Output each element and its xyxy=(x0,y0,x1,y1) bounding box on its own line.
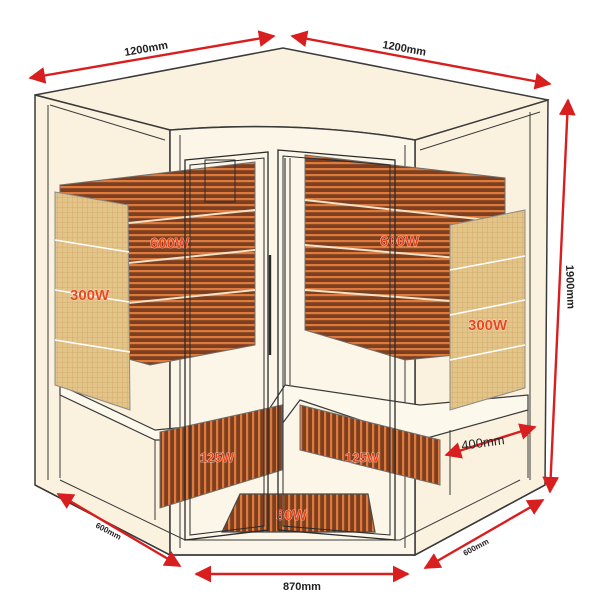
dimension-arrows xyxy=(28,30,576,583)
arrow-top-left xyxy=(28,30,276,84)
door-window-frame xyxy=(204,159,236,203)
dim-door-width: 870mm xyxy=(283,581,321,593)
arrow-bench-depth xyxy=(444,423,537,459)
heater-bench-right-label: 125W xyxy=(345,450,380,465)
heater-side-right: 300W xyxy=(449,209,526,411)
arrow-height xyxy=(542,98,576,494)
dim-bench-depth: 400mm xyxy=(460,432,505,453)
glass-door[interactable] xyxy=(184,149,396,541)
heater-side-left: 300W xyxy=(54,191,131,411)
heater-back-right-label: 600W xyxy=(380,233,420,250)
heater-floor-label: 80W xyxy=(276,507,308,524)
dimension-labels: 1200mm 1200mm 1900mm 400mm 600mm 870mm 6… xyxy=(94,39,576,593)
arrow-top-right xyxy=(290,30,552,90)
heater-back-left-label: 600W xyxy=(150,235,190,252)
arrow-bottom-right xyxy=(423,498,545,570)
dim-height: 1900mm xyxy=(563,265,577,310)
heater-bench-right: 125W xyxy=(299,404,441,486)
heater-side-right-label: 300W xyxy=(468,317,508,334)
dim-bottom-right: 600mm xyxy=(462,537,491,558)
heater-side-left-label: 300W xyxy=(70,287,110,304)
arrow-bottom-left xyxy=(56,492,182,568)
heater-floor: 80W xyxy=(221,493,376,533)
heater-bench-left-label: 125W xyxy=(200,450,235,465)
